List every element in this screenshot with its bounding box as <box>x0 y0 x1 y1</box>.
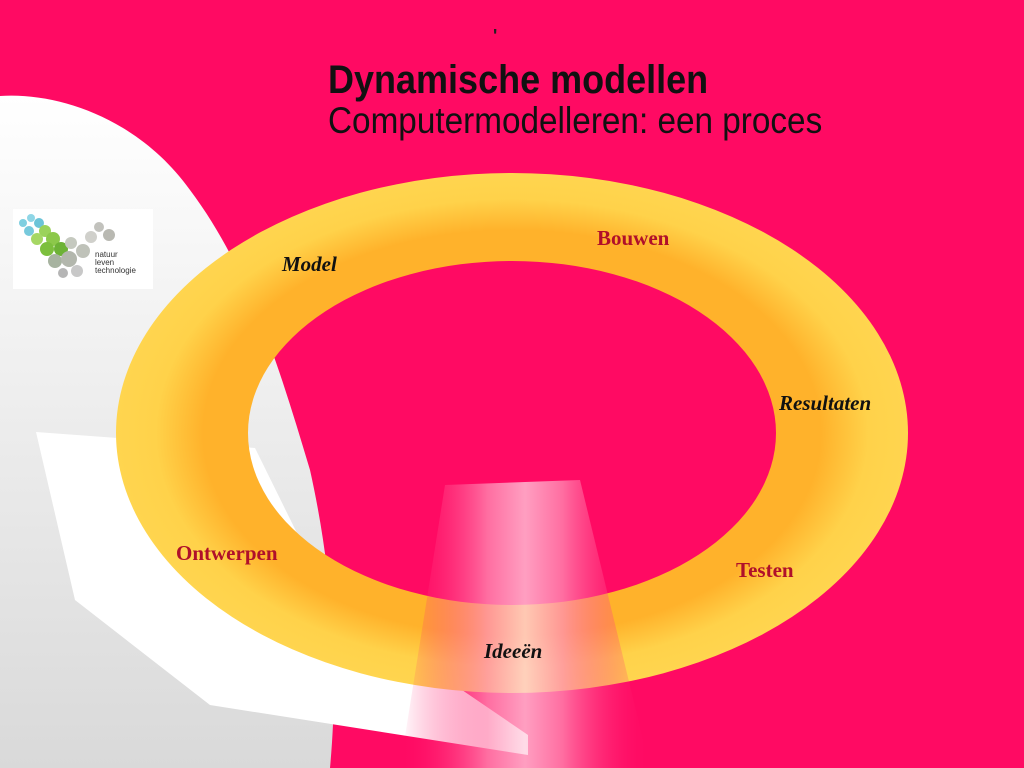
page-subtitle: Computermodelleren: een proces <box>328 100 823 141</box>
title-block: Dynamische modellen Computermodelleren: … <box>328 58 1008 140</box>
slide-marker: ' <box>493 26 498 46</box>
logo-text: natuur leven technologie <box>95 251 136 275</box>
hexagon-cluster-icon <box>19 214 115 278</box>
cycle-label-resultaten: Resultaten <box>779 391 872 415</box>
light-beam <box>400 480 650 768</box>
logo-line-leven: leven <box>95 258 115 267</box>
logo-line-natuur: natuur <box>95 250 118 259</box>
cycle-ring <box>116 173 908 693</box>
cycle-label-ontwerpen: Ontwerpen <box>176 541 278 565</box>
cycle-label-testen: Testen <box>736 558 794 582</box>
logo-line-technologie: technologie <box>95 266 136 275</box>
cycle-label-bouwen: Bouwen <box>597 226 670 250</box>
cycle-label-ideeen: Ideeën <box>484 639 543 663</box>
natuur-leven-technologie-logo: natuur leven technologie <box>13 209 153 289</box>
cycle-label-model: Model <box>282 252 337 276</box>
page-title: Dynamische modellen <box>328 58 709 102</box>
